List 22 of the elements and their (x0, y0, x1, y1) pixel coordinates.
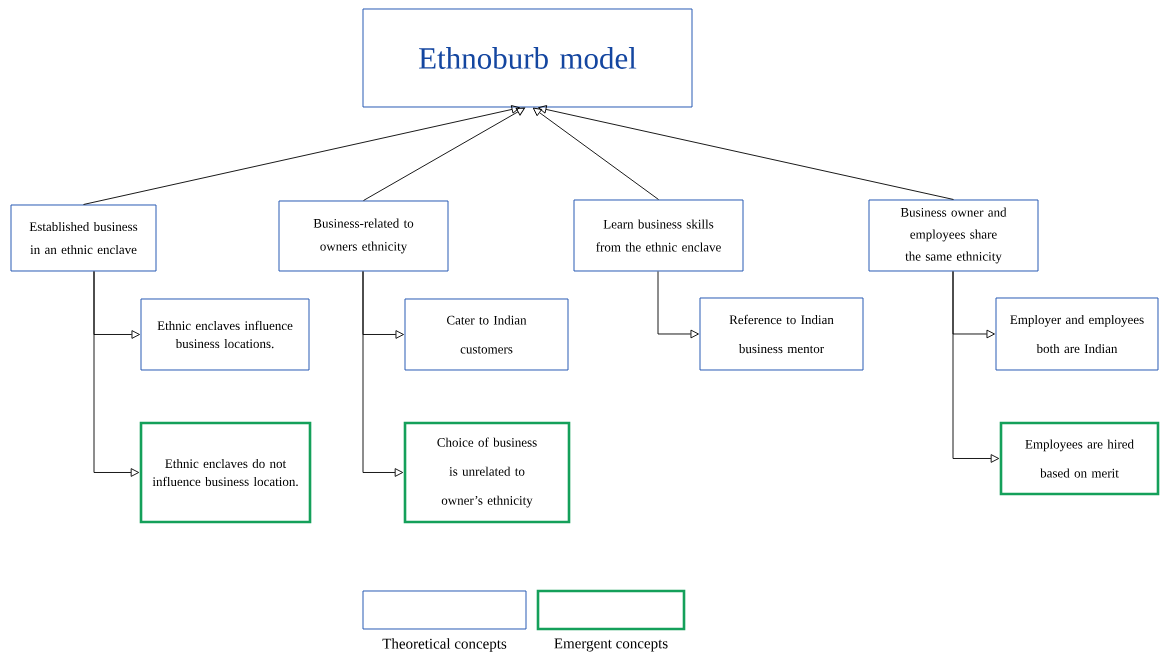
arrow (538, 105, 954, 200)
concept-box: Business-related to owners ethnicity (278, 200, 449, 272)
legend-label: Emergent concepts (554, 638, 668, 652)
arrow (657, 271, 699, 339)
arrow (362, 271, 404, 477)
concept-box: Business owner and employees share the same ethnicity (868, 199, 1039, 272)
concept-box: Established business in an ethnic enclave (10, 204, 157, 272)
concept-box: Choice of business is unrelated to owner’s ethnicity (403, 421, 571, 524)
concept-box: Reference to Indian business mentor (699, 297, 864, 371)
concept-box: Cater to Indian customers (404, 298, 569, 371)
concept-box: Ethnic enclaves do not influence business location. (139, 421, 312, 524)
concept-box: Employees are hired based on merit (999, 421, 1160, 496)
concept-box: Employer and employees both are Indian (995, 297, 1159, 371)
concept-box: Ethnic enclaves influence business locations. (140, 298, 310, 371)
arrow (363, 107, 526, 201)
title-box: Ethnoburb model (362, 8, 693, 108)
arrow (532, 107, 659, 200)
arrow (83, 105, 520, 205)
concept-box: Learn business skills from the ethnic enclave (573, 199, 744, 272)
arrow (93, 271, 140, 477)
legend-label: Theoretical concepts (382, 638, 507, 652)
arrow (952, 271, 1000, 463)
